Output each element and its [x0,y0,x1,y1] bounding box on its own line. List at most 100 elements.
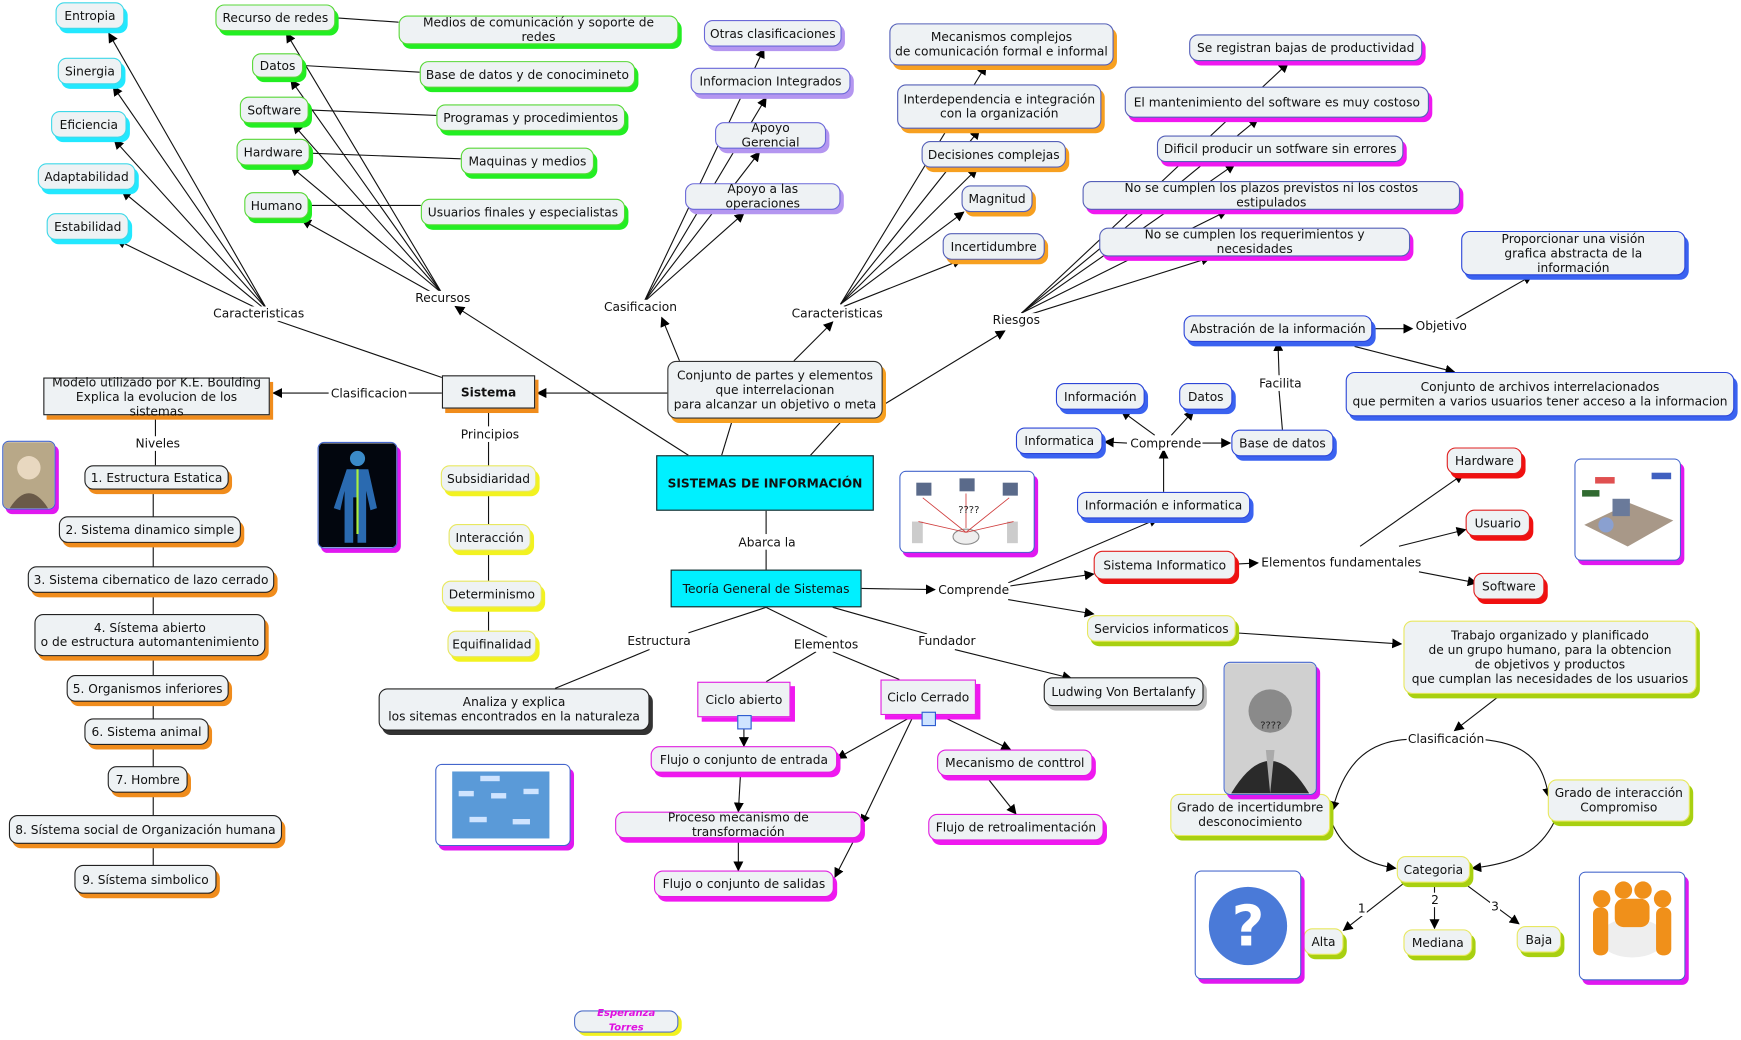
nivel-1[interactable]: 1. Estructura Estatica [84,465,229,490]
characteristic-eficiencia[interactable]: Eficiencia [51,111,127,138]
informatica-node[interactable]: Informatica [1015,427,1103,455]
categoria-alta[interactable]: Alta [1303,928,1344,955]
characteristic-entropia[interactable]: Entropia [55,2,125,29]
principio-interaccion[interactable]: Interacción [448,524,531,551]
flujo-retroalimentacion[interactable]: Flujo de retroalimentación [928,813,1104,841]
grado-incertidumbre[interactable]: Grado de incertidumbre desconocimiento [1170,793,1331,837]
flujo-salidas[interactable]: Flujo o conjunto de salidas [653,870,834,898]
class-integrados[interactable]: Informacion Integrados [690,67,851,95]
risk-requerimientos[interactable]: No se cumplen los requerimientos y neces… [1099,227,1411,257]
conjunto-archivos[interactable]: Conjunto de archivos interrelacionados q… [1345,371,1735,417]
connector-line [721,418,734,456]
team-people-image[interactable] [1578,871,1686,981]
analiza-explica[interactable]: Analiza y explica los sitemas encontrado… [378,688,650,731]
sistema-node[interactable]: Sistema [441,375,536,409]
principio-determinismo[interactable]: Determinismo [441,580,542,608]
elemento-software[interactable]: Software [1473,572,1545,600]
char-decisiones[interactable]: Decisiones complejas [921,141,1066,168]
sistema-informatico[interactable]: Sistema Informatico [1093,550,1236,580]
elemento-hardware[interactable]: Hardware [1446,447,1523,475]
computer-network-image[interactable]: ???? [899,470,1035,553]
bertalanffy-photo-image[interactable]: ???? [1223,661,1317,795]
connector-line [840,168,978,305]
flujo-entrada[interactable]: Flujo o conjunto de entrada [650,746,838,773]
connector-line [836,716,911,759]
proceso-transformacion[interactable]: Proceso mecanismo de transformación [615,811,862,839]
resource-desc-software[interactable]: Programas y procedimientos [436,104,626,132]
principio-subsidiaridad[interactable]: Subsidiaridad [440,465,537,492]
principio-equifinalidad[interactable]: Equifinalidad [447,630,537,658]
categoria-node[interactable]: Categoria [1396,856,1471,883]
abstraccion-informacion[interactable]: Abstración de la información [1183,315,1373,342]
risk-productividad[interactable]: Se registran bajas de productividad [1189,34,1423,62]
connector-line [1454,274,1534,321]
connector-line [1342,882,1405,932]
modelo-boulding[interactable]: Modelo utilizado por K.E. Boulding Expli… [43,375,270,418]
risk-mantenimiento[interactable]: El mantenimiento del software es muy cos… [1124,86,1429,118]
categoria-mediana[interactable]: Mediana [1403,929,1473,956]
nivel-9[interactable]: 9. Sístema simbolico [74,864,217,894]
ciclo-cerrado[interactable]: Ciclo Cerrado [880,679,976,716]
char-interdependencia[interactable]: Interdependencia e integración con la or… [897,84,1102,129]
connector-line [303,64,420,73]
mecanismo-control[interactable]: Mecanismo de conttrol [937,749,1093,777]
informacion-e-informatica[interactable]: Información e informatica [1076,491,1251,519]
nivel-3[interactable]: 3. Sistema cibernatico de lazo cerrado [27,566,275,593]
class-otras[interactable]: Otras clasificaciones [703,19,842,47]
char-incertidumbre[interactable]: Incertidumbre [942,233,1045,260]
trabajo-organizado[interactable]: Trabajo organizado y planificado de un g… [1403,620,1697,694]
boulding-portrait-image[interactable] [2,440,56,510]
proporcionar-vision[interactable]: Proporcionar una visión grafica abstract… [1461,230,1686,276]
risk-plazos[interactable]: No se cumplen los plazos previstos ni lo… [1082,180,1461,210]
main-title-node[interactable]: SISTEMAS DE INFORMACIÓN [656,455,874,511]
servicios-informaticos[interactable]: Servicios informaticos [1086,615,1236,642]
categoria-baja[interactable]: Baja [1516,925,1562,953]
characteristic-estabilidad[interactable]: Estabilidad [46,213,129,240]
class-gerencial[interactable]: Apoyo Gerencial [715,121,827,150]
resource-desc-humano[interactable]: Usuarios finales y especialistas [420,198,626,226]
datos-node[interactable]: Datos [1179,383,1233,410]
human-body-image[interactable] [317,441,398,549]
computer-system-image[interactable] [1574,458,1681,561]
resource-desc-datos[interactable]: Base de datos y de conocimineto [419,61,636,88]
connector-line [277,320,443,379]
resource-datos[interactable]: Datos [252,53,304,78]
question-mark-image[interactable]: ? [1194,870,1302,980]
risk-errores[interactable]: Dificil producir un sotfware sin errores [1156,135,1404,163]
connector-line [688,606,767,634]
connector-line [113,139,267,310]
char-mecanismos[interactable]: Mecanismos complejos de comunicación for… [889,23,1114,66]
characteristic-adaptabilidad[interactable]: Adaptabilidad [37,163,136,190]
resource-hardware[interactable]: Hardware [236,138,310,166]
char-magnitud[interactable]: Magnitud [961,185,1033,213]
characteristic-sinergia[interactable]: Sinergia [57,57,123,85]
resource-software[interactable]: Software [239,96,309,124]
systems-diagram-image[interactable] [435,763,571,847]
connector-line [843,258,963,307]
resource-redes[interactable]: Recurso de redes [215,4,336,32]
nivel-6[interactable]: 6. Sistema animal [84,718,209,746]
nivel-2[interactable]: 2. Sistema dinamico simple [58,516,241,543]
informacion-node[interactable]: Información [1055,383,1145,410]
fundador-bertalanfy[interactable]: Ludwing Von Bertalanfy [1043,677,1204,707]
image-attachment-icon[interactable] [737,715,752,730]
connector-line [793,321,834,362]
connector-line [834,838,856,879]
grado-interaccion[interactable]: Grado de interacción Compromiso [1547,779,1690,822]
class-operaciones[interactable]: Apoyo a las operaciones [685,182,841,211]
ciclo-abierto[interactable]: Ciclo abierto [697,681,791,718]
teoria-general-node[interactable]: Teoría General de Sistemas [670,569,862,608]
nivel-7[interactable]: 7. Hombre [107,766,188,793]
nivel-8[interactable]: 8. Sístema social de Organización humana [8,814,283,844]
resource-desc-hardware[interactable]: Maquinas y medios [460,147,595,175]
nivel-4[interactable]: 4. Sístema abierto o de estructura autom… [34,613,266,657]
base-de-datos-node[interactable]: Base de datos [1231,429,1334,457]
definicion-sistema[interactable]: Conjunto de partes y elementos que inter… [667,360,883,419]
image-attachment-icon[interactable] [921,711,936,727]
connector-line [308,109,437,117]
link-label: Recursos [414,290,472,306]
nivel-5[interactable]: 5. Organismos inferiores [66,675,229,702]
elemento-usuario[interactable]: Usuario [1465,509,1530,537]
resource-humano[interactable]: Humano [244,192,309,219]
resource-desc-redes[interactable]: Medios de comunicación y soporte de rede… [398,15,679,45]
